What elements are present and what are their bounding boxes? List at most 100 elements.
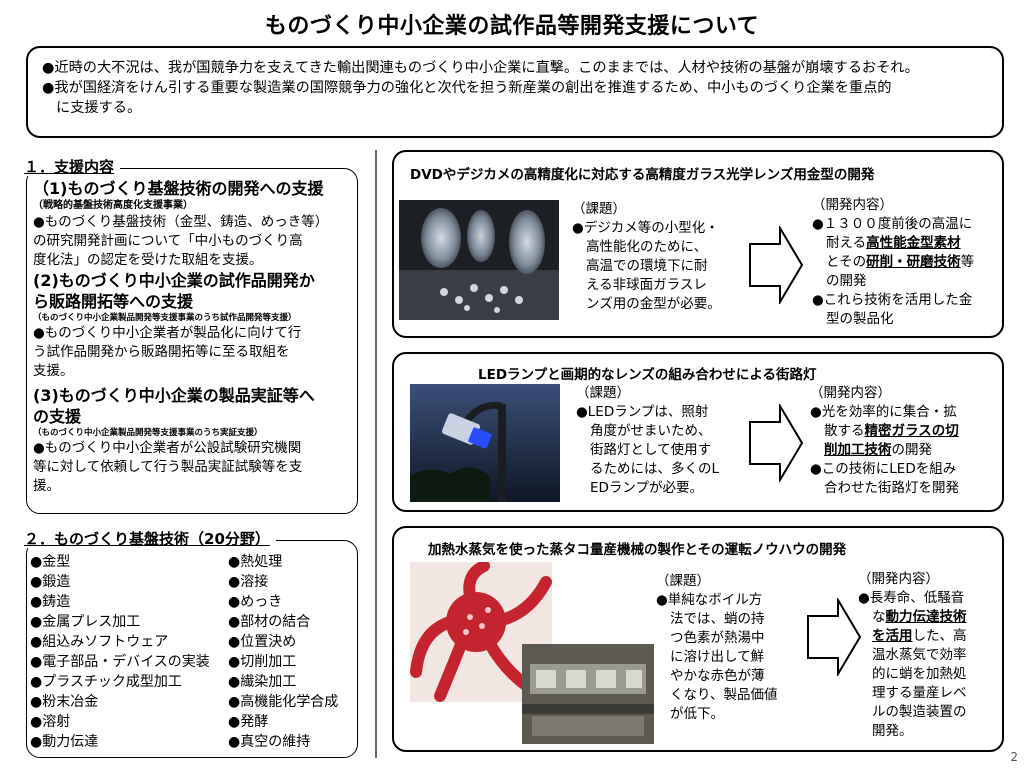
issue-line: 法では、蛸の持 (670, 611, 765, 627)
issue-label: （課題） (656, 573, 710, 589)
issue-line: EDランプが必要。 (590, 480, 704, 496)
issue-line: ンズ用の金型が必要。 (586, 296, 721, 312)
card-title: DVDやデジカメの高精度化に対応する高精度ガラス光学レンズ用金型の開発 (410, 167, 875, 183)
development-block: （開発内容） ●１３００度前後の高温に 耐える高性能金型素材 とその研削・研磨技… (812, 196, 974, 329)
issue-label: （課題） (576, 385, 630, 401)
issue-line: くなり、製品価値 (670, 687, 778, 703)
base-tech-list-col1: ●金型 ●鍛造 ●鋳造 ●金属プレス加工 ●組込みソフトウェア ●電子部品・デバ… (30, 552, 210, 752)
development-label: （開発内容） (810, 385, 891, 401)
intro-paragraph-1: ●近時の大不況は、我が国競争力を支えてきた輸出関連ものづくり中小企業に直撃。この… (42, 60, 919, 76)
list-item: ●動力伝達 (30, 734, 99, 750)
development-line: ルの製造装置の (872, 704, 967, 720)
development-line: ●長寿命、低騒音 (858, 590, 965, 606)
production-machine-photo (522, 644, 654, 744)
support-item-2-line: ●ものづくり中小企業者が製品化に向けて行 (33, 325, 302, 341)
support-item-3-line: 等に対して依頼して行う製品実証試験等を支 (33, 459, 303, 475)
intro-paragraph-2: ●我が国経済をけん引する重要な製造業の国際競争力の強化と次代を担う新産業の創出を… (42, 80, 892, 96)
development-line: ●これら技術を活用した金 (812, 292, 973, 308)
issue-block: （課題） ●単純なボイル方 法では、蛸の持 つ色素が熱湯中 に溶け出して鮮 やか… (656, 572, 777, 724)
card-title: LEDランプと画期的なレンズの組み合わせによる街路灯 (478, 367, 817, 383)
led-streetlight-photo (410, 384, 560, 502)
list-item: ●切削加工 (228, 654, 297, 670)
support-item-1-line: 度化法」の認定を受けた取組を支援。 (33, 252, 263, 268)
issue-line: ●単純なボイル方 (656, 592, 763, 608)
support-item-2-line: 支援。 (33, 363, 74, 379)
support-item-2-note: （ものづくり中小企業製品開発等支援事業のうち試作品開発等支援） (33, 313, 297, 323)
development-label: （開発内容） (858, 571, 939, 587)
list-item: ●熱処理 (228, 554, 283, 570)
development-line: 耐える高性能金型素材 (826, 235, 961, 251)
base-tech-list-col2: ●熱処理 ●溶接 ●めっき ●部材の結合 ●位置決め ●切削加工 ●繊染加工 ●… (228, 552, 338, 752)
development-line: 理する量産レベ (872, 685, 967, 701)
issue-block: （課題） ●LEDランプは、照射 角度がせまいため、 街路灯として使用す るため… (576, 384, 719, 498)
list-item: ●溶射 (30, 714, 71, 730)
page-title: ものづくり中小企業の試作品等開発支援について (264, 14, 760, 39)
list-item: ●位置決め (228, 634, 297, 650)
support-item-3-line: ●ものづくり中小企業者が公設試験研究機関 (33, 440, 302, 456)
list-item: ●部材の結合 (228, 614, 311, 630)
arrow-right-icon (749, 404, 804, 482)
list-item: ●溶接 (228, 574, 269, 590)
development-line: を活用した、高 (872, 628, 967, 644)
development-line: 開発。 (872, 723, 913, 739)
support-item-3-heading: の支援 (33, 407, 82, 426)
issue-label: （課題） (572, 201, 626, 217)
support-item-1-note: （戦略的基盤技術高度化支援事業） (33, 200, 193, 211)
issue-block: （課題） ●デジカメ等の小型化・ 高性能化のために、 高温での環境下に耐 える非… (572, 200, 721, 314)
arrow-right-icon (807, 598, 862, 676)
intro-box: ●近時の大不況は、我が国競争力を支えてきた輸出関連ものづくり中小企業に直撃。この… (26, 46, 1004, 138)
support-content-box (26, 168, 358, 514)
issue-line: 角度がせまいため、 (590, 423, 712, 439)
list-item: ●発酵 (228, 714, 269, 730)
list-item: ●プラスチック成型加工 (30, 674, 182, 690)
support-content-title: １．支援内容 (22, 158, 121, 176)
support-item-3-line: 援。 (33, 478, 60, 494)
list-item: ●電子部品・デバイスの実装 (30, 654, 210, 670)
list-item: ●鋳造 (30, 594, 71, 610)
development-line: ●１３００度前後の高温に (812, 216, 973, 232)
list-item: ●めっき (228, 594, 283, 610)
support-item-2-line: う試作品開発から販路開拓等に至る取組を (33, 344, 290, 360)
list-item: ●金属プレス加工 (30, 614, 141, 630)
issue-line: 高性能化のために、 (586, 239, 708, 255)
issue-line: つ色素が熱湯中 (670, 630, 765, 646)
development-block: （開発内容） ●光を効率的に集合・拡 散する精密ガラスの切 削加工技術の開発 ●… (810, 384, 959, 498)
list-item: ●鍛造 (30, 574, 71, 590)
support-item-1-heading: （1)ものづくり基盤技術の開発への支援 (33, 179, 324, 198)
development-line: 合わせた街路灯を開発 (824, 480, 959, 496)
development-line: な動力伝達技術 (872, 609, 967, 625)
issue-line: 街路灯として使用す (590, 442, 712, 458)
list-item: ●金型 (30, 554, 71, 570)
list-item: ●真空の維持 (228, 734, 311, 750)
issue-line: ●LEDランプは、照射 (576, 404, 709, 420)
development-line: ●この技術にLEDを組み (810, 461, 957, 477)
intro-paragraph-2-cont: に支援する。 (56, 100, 142, 116)
development-line: 削加工技術の開発 (824, 442, 932, 458)
list-item: ●粉末冶金 (30, 694, 99, 710)
card-title: 加熱水蒸気を使った蒸タコ量産機械の製作とその運転ノウハウの開発 (428, 542, 847, 558)
development-line: 温水蒸気で効率 (872, 647, 967, 663)
support-item-2-heading: (2)ものづくり中小企業の試作品開発か (33, 271, 315, 290)
support-item-1-line: の研究開発計画について「中小ものづくり高 (33, 233, 303, 249)
development-label: （開発内容） (812, 197, 893, 213)
column-divider (375, 150, 377, 758)
list-item: ●高機能化学合成 (228, 694, 339, 710)
base-tech-title: ２．ものづくり基盤技術（20分野） (22, 530, 276, 548)
support-item-3-note: （ものづくり中小企業製品開発等支援事業のうち実証支援） (33, 428, 263, 438)
development-line: の開発 (826, 273, 867, 289)
issue-line: るためには、多くのL (590, 461, 720, 477)
example-card-steamed-octopus (392, 526, 1004, 752)
development-line: ●光を効率的に集合・拡 (810, 404, 957, 420)
issue-line: 高温での環境下に耐 (586, 258, 708, 274)
development-line: とその研削・研磨技術等 (826, 254, 975, 270)
issue-line: ●デジカメ等の小型化・ (572, 220, 719, 236)
example-card-lens-mold (392, 150, 1004, 338)
list-item: ●組込みソフトウェア (30, 634, 169, 650)
development-line: 散する精密ガラスの切 (824, 423, 959, 439)
issue-line: やかな赤色が薄 (670, 668, 765, 684)
arrow-right-icon (749, 226, 804, 304)
list-item: ●繊染加工 (228, 674, 297, 690)
support-item-2-heading: ら販路開拓等への支援 (33, 292, 194, 311)
example-card-led-streetlight (392, 352, 1004, 512)
glass-lens-photo (399, 200, 559, 320)
